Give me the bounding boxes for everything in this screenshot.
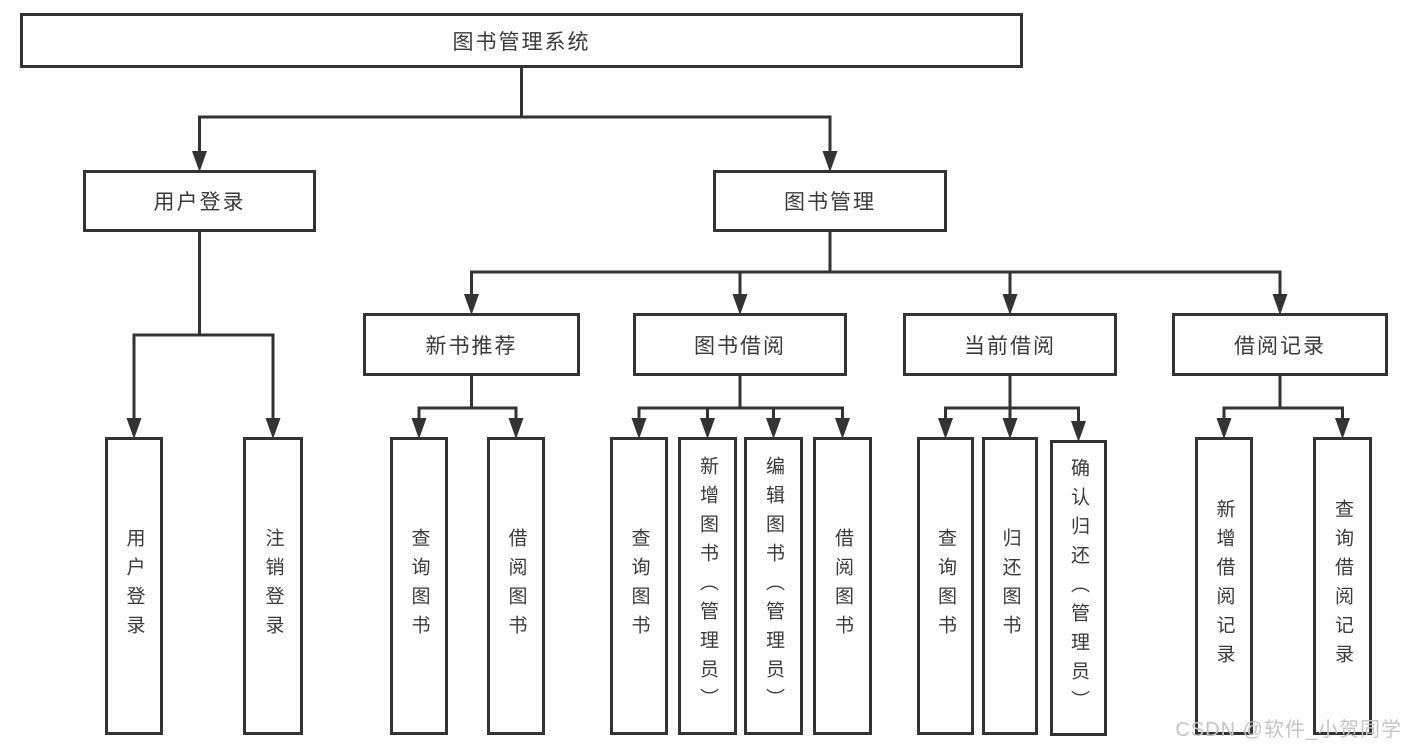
node-b2: 新增图书（管理员）	[678, 437, 737, 735]
node-n2: 借阅图书	[487, 437, 545, 735]
node-label: 当前借阅	[964, 334, 1056, 358]
node-label: 新增借阅记录	[1213, 499, 1235, 673]
node-b4: 借阅图书	[813, 437, 872, 735]
node-label: 确认归还（管理员）	[1068, 457, 1089, 719]
node-label: 图书管理系统	[452, 30, 591, 54]
node-r2: 查询借阅记录	[1313, 437, 1372, 735]
node-r1: 新增借阅记录	[1195, 437, 1253, 735]
node-label: 新增图书（管理员）	[697, 455, 718, 717]
node-b3: 编辑图书（管理员）	[744, 437, 803, 735]
node-label: 注销登录	[262, 528, 284, 644]
node-label: 编辑图书（管理员）	[763, 455, 784, 717]
node-root: 图书管理系统	[20, 13, 1023, 68]
node-label: 新书推荐	[425, 334, 518, 358]
node-label: 借阅图书	[832, 528, 853, 644]
node-label: 查询图书	[935, 528, 956, 644]
node-b1: 查询图书	[610, 437, 668, 735]
node-mgmt: 图书管理	[713, 170, 947, 232]
node-newbook: 新书推荐	[363, 313, 580, 376]
node-n1: 查询图书	[390, 437, 448, 735]
node-label: 归还图书	[999, 528, 1021, 644]
watermark: CSDN @软件_小贺同学	[1175, 719, 1402, 741]
node-current: 当前借阅	[903, 313, 1117, 376]
node-records: 借阅记录	[1172, 313, 1388, 376]
node-l1: 用户登录	[105, 437, 163, 735]
node-label: 用户登录	[123, 528, 145, 644]
node-borrow: 图书借阅	[633, 313, 847, 376]
node-label: 用户登录	[153, 191, 246, 214]
node-c2: 归还图书	[982, 437, 1038, 735]
node-c1: 查询图书	[917, 437, 974, 735]
node-label: 图书管理	[784, 191, 876, 214]
node-c3: 确认归还（管理员）	[1050, 440, 1107, 736]
node-label: 借阅图书	[505, 528, 527, 644]
node-login: 用户登录	[83, 170, 316, 232]
node-label: 查询图书	[628, 528, 650, 644]
node-label: 查询图书	[408, 528, 430, 644]
node-label: 图书借阅	[694, 334, 786, 358]
node-label: 查询借阅记录	[1332, 499, 1353, 673]
node-label: 借阅记录	[1234, 334, 1326, 358]
node-l2: 注销登录	[243, 437, 303, 735]
